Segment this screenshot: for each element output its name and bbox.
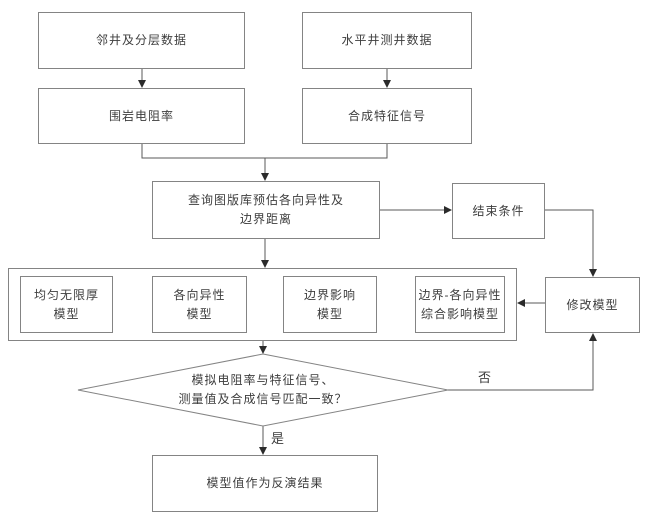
branch-label-no: 否: [478, 370, 492, 385]
node-synthetic-feature-signal: 合成特征信号: [302, 88, 472, 144]
node-decision-match: 模拟电阻率与特征信号、 测量值及合成信号匹配一致？: [178, 373, 348, 406]
branch-label-yes: 是: [271, 431, 285, 446]
connector-group: [138, 68, 597, 455]
connector-decision-no-to-modify: [448, 333, 597, 391]
node-query-chart-library: 查询图版库预估各向异性及 边界距离: [152, 181, 380, 239]
decision-diamond-shape: [77, 353, 449, 427]
node-model-combined-effect: 边界-各向异性 综合影响模型: [415, 276, 505, 333]
connector-merge-elbow: [141, 143, 388, 159]
node-horizontal-well-data: 水平井测井数据: [302, 12, 472, 69]
node-end-condition: 结束条件: [452, 183, 545, 239]
node-model-boundary-effect: 边界影响 模型: [283, 276, 377, 333]
node-model-anisotropy: 各向异性 模型: [152, 276, 247, 333]
node-surrounding-rock-resistivity: 围岩电阻率: [38, 88, 245, 144]
node-modify-model: 修改模型: [545, 277, 640, 333]
node-adjacent-well-data: 邻井及分层数据: [38, 12, 245, 69]
connector-endcondition-to-modify: [545, 209, 597, 277]
node-inversion-result: 模型值作为反演结果: [152, 455, 378, 512]
node-model-uniform-infinite: 均匀无限厚 模型: [20, 276, 113, 333]
